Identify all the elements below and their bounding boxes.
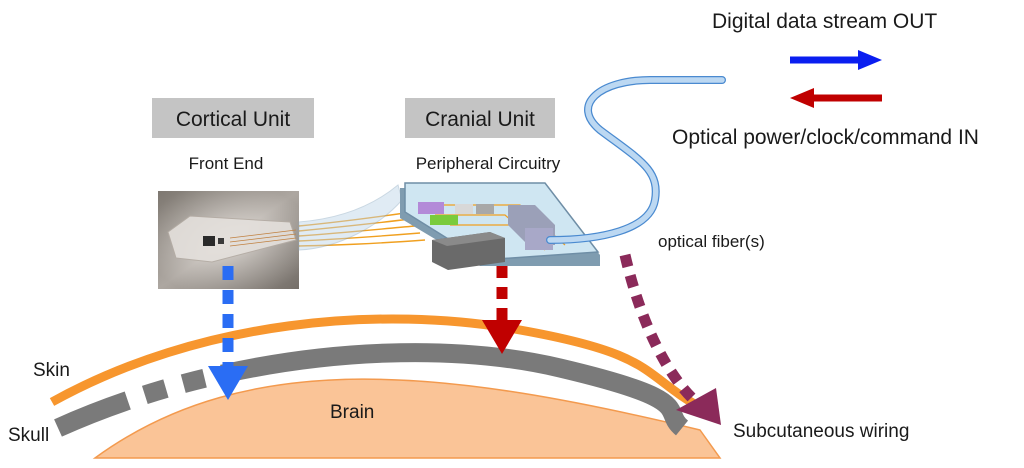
flex-cable (298, 184, 403, 251)
cranial-unit-arrow (482, 266, 522, 354)
cranial-unit-title: Cranial Unit (425, 108, 535, 131)
optical-fiber-label: optical fiber(s) (658, 232, 765, 251)
brain-shape (92, 378, 722, 459)
skull-layer (54, 343, 689, 437)
skin-layer (49, 314, 708, 414)
subcutaneous-wiring-arrow (619, 253, 721, 425)
brain-label: Brain (330, 402, 374, 423)
front-end-label: Front End (189, 154, 264, 173)
subcutaneous-wiring-label: Subcutaneous wiring (733, 421, 909, 442)
legend-out-arrow (790, 50, 882, 70)
legend-in-label: Optical power/clock/command IN (672, 126, 979, 149)
interconnect-wires (298, 212, 426, 247)
cortical-unit-title: Cortical Unit (176, 108, 291, 131)
legend-out-label: Digital data stream OUT (712, 10, 937, 33)
front-end-arrow (208, 266, 248, 400)
cortical-unit-box (152, 98, 314, 138)
front-end-photo (158, 191, 299, 289)
cranial-unit-board (400, 182, 600, 270)
legend-in-arrow (790, 88, 882, 108)
skull-label: Skull (8, 425, 49, 446)
cranial-unit-box (405, 98, 555, 138)
skin-label: Skin (33, 360, 70, 381)
peripheral-circuitry-label: Peripheral Circuitry (416, 154, 561, 173)
